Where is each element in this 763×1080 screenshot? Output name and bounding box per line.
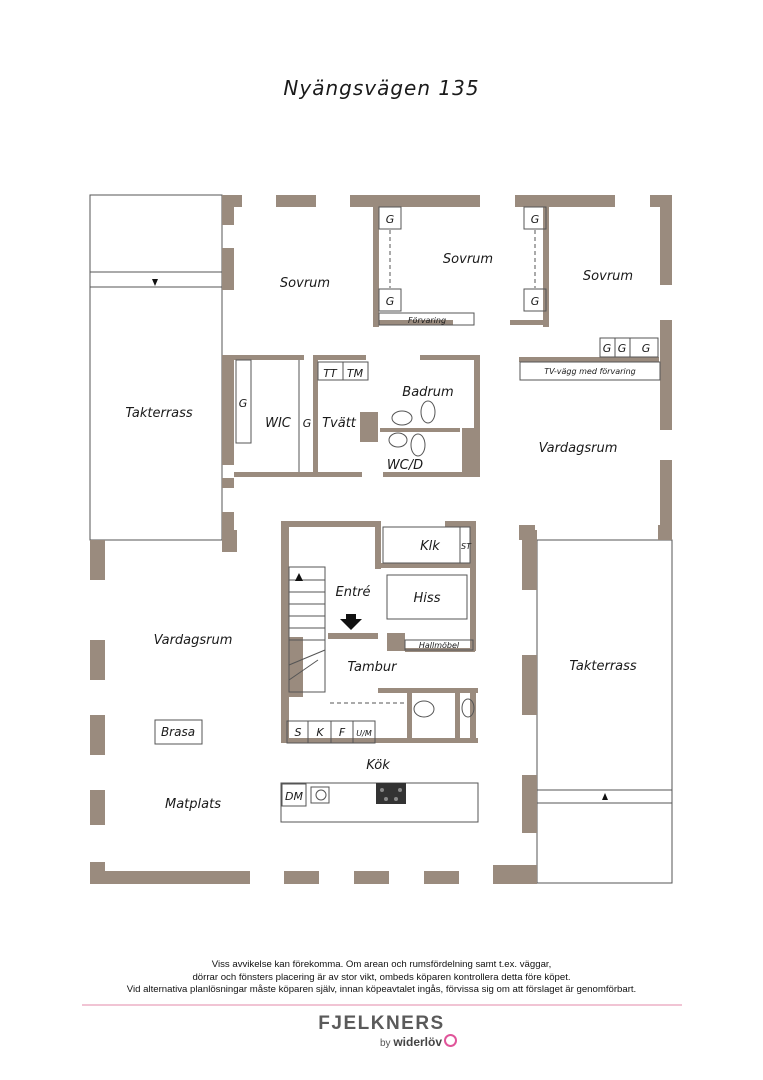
takterrass-left-outline (89, 194, 223, 541)
fixture-brasa: Brasa (161, 725, 195, 739)
closet-g: G (239, 397, 248, 410)
disclaimer-line: Vid alternativa planlösningar måste köpa… (126, 984, 637, 995)
room-klk: Klk (420, 539, 440, 554)
disclaimer-line: dörrar och fönsters placering är av stor… (192, 971, 571, 983)
entry-arrow-icon (340, 614, 362, 630)
room-sovrum-1: Sovrum (280, 276, 330, 291)
fixture-dm: DM (285, 790, 303, 803)
plan-title: Nyängsvägen 135 (283, 76, 480, 100)
fixture-st: ST (461, 542, 472, 551)
room-entre: Entré (336, 585, 371, 600)
fixture-s: S (295, 726, 302, 739)
closet-g: G (531, 213, 540, 226)
fixture-forvaring: Förvaring (408, 316, 446, 325)
brand-by: by (380, 1038, 391, 1049)
closet-g: G (642, 342, 651, 355)
room-hiss: Hiss (414, 591, 441, 606)
closet-g: G (531, 295, 540, 308)
brand-logo: FJELKNERS (318, 1013, 445, 1034)
closet-g: G (386, 295, 395, 308)
closet-g: G (303, 417, 312, 430)
stove-icon (376, 783, 406, 804)
flower-icon (444, 1034, 458, 1047)
brand-partner: by widerlöv (380, 1034, 458, 1049)
room-badrum: Badrum (402, 385, 453, 400)
closet-g: G (618, 342, 627, 355)
room-tvatt: Tvätt (322, 416, 357, 431)
fixture-tm: TM (347, 367, 364, 380)
room-takterrass-right: Takterrass (569, 659, 637, 674)
room-matplats: Matplats (165, 797, 221, 812)
room-sovrum-3: Sovrum (583, 269, 633, 284)
fixture-um: U/M (356, 729, 372, 738)
divider (82, 1004, 682, 1006)
closet-g: G (386, 213, 395, 226)
takterrass-right-outline (536, 539, 673, 884)
fixture-tt: TT (323, 367, 338, 380)
arrow-up-icon (602, 793, 608, 800)
fixture-f: F (339, 726, 346, 739)
room-takterrass-left: Takterrass (125, 406, 193, 421)
closet-g: G (603, 342, 612, 355)
room-sovrum-2: Sovrum (443, 252, 493, 267)
fixture-tv-vagg: TV-vägg med förvaring (544, 367, 636, 376)
room-wic: WIC (265, 416, 292, 431)
room-tambur: Tambur (347, 660, 398, 675)
fixture-k: K (316, 726, 324, 739)
room-kok: Kök (366, 758, 390, 773)
room-vardagsrum-left: Vardagsrum (154, 633, 233, 648)
stair-arrow-icon (295, 573, 303, 581)
room-wcd: WC/D (387, 458, 423, 473)
brand-partner-name: widerlöv (393, 1035, 443, 1049)
walls (90, 195, 672, 884)
arrow-down-icon (152, 279, 158, 286)
room-vardagsrum-right: Vardagsrum (539, 441, 618, 456)
fixture-hallmobel: Hallmöbel (419, 641, 460, 650)
disclaimer: Viss avvikelse kan förekomma. Om arean o… (0, 959, 763, 997)
disclaimer-line: Viss avvikelse kan förekomma. Om arean o… (211, 959, 552, 970)
